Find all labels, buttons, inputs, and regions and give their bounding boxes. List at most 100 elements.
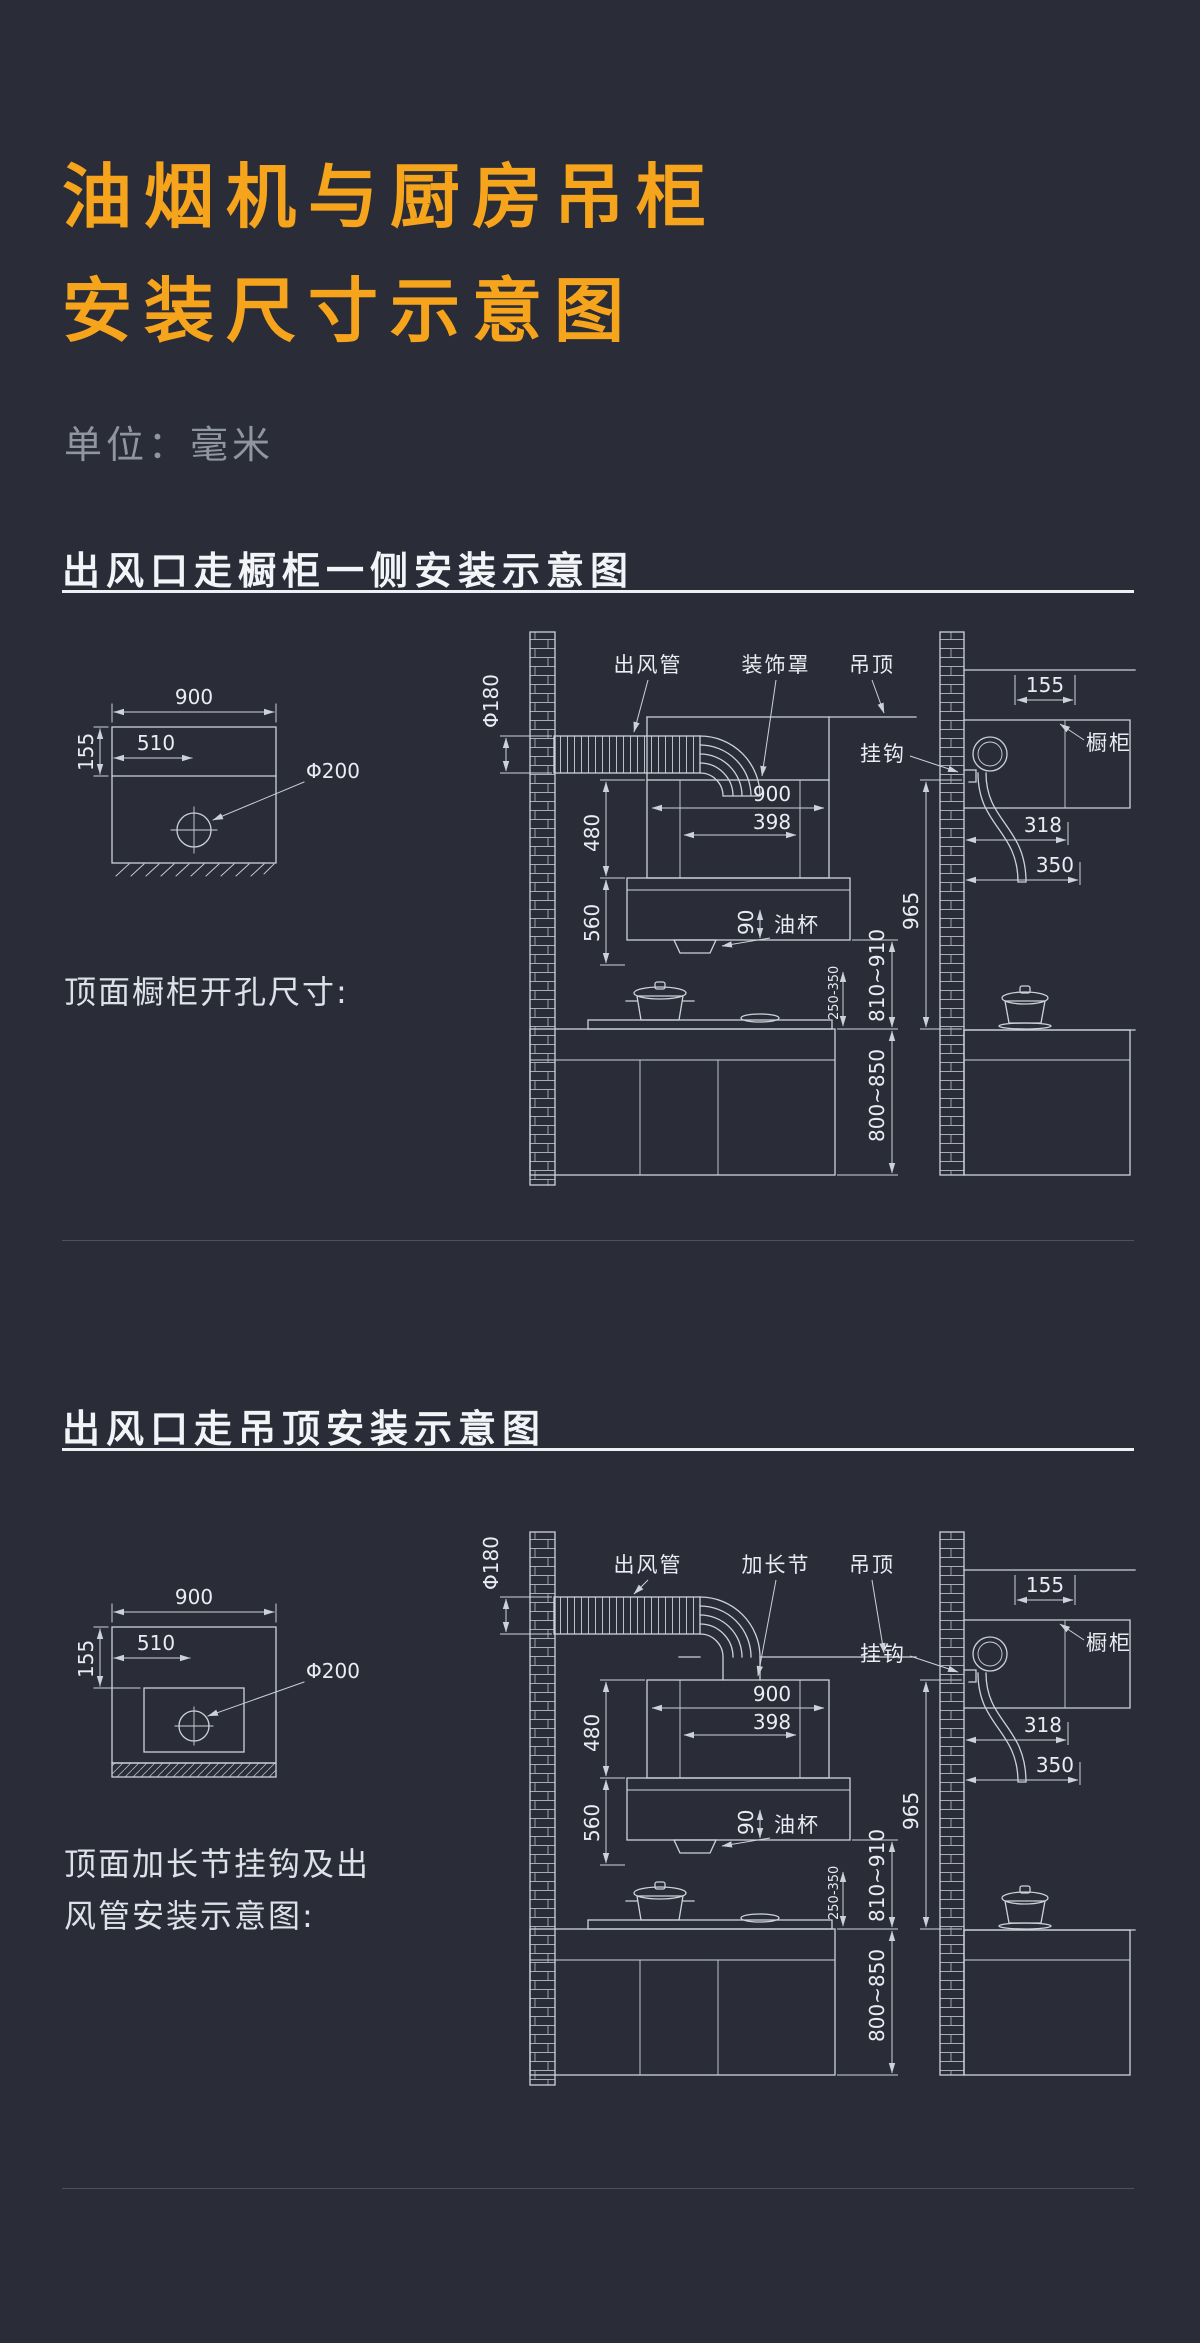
overlap-range-dim: 250-350 xyxy=(827,966,847,1027)
cover-width-dim: 398 xyxy=(683,810,797,839)
phi180-label: Φ180 xyxy=(479,1536,503,1590)
svg-text:出风管: 出风管 xyxy=(614,1553,683,1577)
depth318-dim: 318 xyxy=(965,1713,1069,1745)
svg-text:560: 560 xyxy=(580,1804,604,1842)
page-title: 油烟机与厨房吊柜 安装尺寸示意图 xyxy=(62,140,718,368)
svg-text:155: 155 xyxy=(1026,1573,1064,1597)
hood-to-counter-dim: 810~910 xyxy=(865,1829,896,1928)
section2-caption-line2: 风管安装示意图: xyxy=(64,1897,315,1935)
ceiling-label: 吊顶 xyxy=(849,1553,895,1654)
overlap-range-dim: 250-350 xyxy=(827,1866,847,1927)
hood-body xyxy=(626,877,851,954)
cover-width-dim: 398 xyxy=(683,1710,797,1739)
top-gap-dim: 155 xyxy=(1014,1573,1076,1605)
svg-text:250-350: 250-350 xyxy=(827,1866,842,1920)
counter-hatch xyxy=(111,1762,277,1778)
cutout-diameter-dim: Φ200 xyxy=(306,1659,360,1683)
cutout-width-dim: 900 xyxy=(175,685,213,709)
wall-cabinet xyxy=(963,719,1131,809)
oilcup-dim: 90 油杯 xyxy=(721,1809,818,1848)
duct-diameter-dim: Φ180 xyxy=(479,1536,552,1635)
phi180-label: Φ180 xyxy=(479,674,503,728)
right-pot xyxy=(998,985,1052,1030)
section1-caption: 顶面橱柜开孔尺寸: xyxy=(64,973,349,1011)
svg-text:橱柜: 橱柜 xyxy=(1086,1631,1132,1655)
svg-text:挂钩: 挂钩 xyxy=(860,742,906,766)
svg-text:398: 398 xyxy=(753,810,791,834)
hook-label: 挂钩 xyxy=(860,742,959,773)
wall-hook xyxy=(963,769,977,783)
svg-text:900: 900 xyxy=(753,1682,791,1706)
svg-text:800~850: 800~850 xyxy=(865,1049,889,1142)
ceiling-and-upper-cabinet xyxy=(646,716,917,781)
section2-heading: 出风口走吊顶安装示意图 xyxy=(62,1407,547,1451)
counter-height-dim: 800~850 xyxy=(865,1030,896,1174)
cover-height-dim: 480 xyxy=(580,1679,645,1779)
svg-text:318: 318 xyxy=(1024,813,1062,837)
oil-cup xyxy=(672,939,718,954)
svg-text:加长节: 加长节 xyxy=(742,1553,811,1577)
svg-text:480: 480 xyxy=(580,814,604,852)
hood-height-dim: 560 xyxy=(580,1779,625,1866)
hood-bracket xyxy=(977,1672,1027,1783)
section2-diagram: 900 510 155 Φ200 Φ180 出风管 加长节 xyxy=(74,1531,1136,2086)
section2-underline xyxy=(62,1448,1134,1451)
cooktop xyxy=(587,1913,833,1930)
svg-text:吊顶: 吊顶 xyxy=(849,1553,895,1577)
hood-to-counter-dim: 810~910 xyxy=(865,929,896,1028)
duct-diameter-dim: Φ180 xyxy=(479,674,552,774)
top-gap-dim: 155 xyxy=(1014,673,1076,705)
svg-text:480: 480 xyxy=(580,1714,604,1752)
hood-width-dim: 900 xyxy=(651,782,825,812)
ceiling-label: 吊顶 xyxy=(849,653,895,714)
section1-diagram: 900 510 155 Φ200 Φ180 出风管 装饰罩 xyxy=(74,631,1136,1186)
svg-text:810~910: 810~910 xyxy=(865,1829,889,1922)
duct-label: 出风管 xyxy=(614,653,681,733)
cabinet-label: 橱柜 xyxy=(1059,1623,1132,1655)
base-cabinet xyxy=(529,1028,836,1176)
depth318-dim: 318 xyxy=(965,813,1069,845)
svg-text:965: 965 xyxy=(899,892,923,930)
duct-label: 出风管 xyxy=(614,1553,683,1595)
main-wall xyxy=(529,1531,556,2086)
extension-label: 加长节 xyxy=(742,1553,811,1677)
unit-label: 单位：毫米 xyxy=(64,423,275,467)
cutout-diameter-dim: Φ200 xyxy=(306,759,360,783)
right-wall xyxy=(939,1531,965,2076)
main-wall xyxy=(529,631,556,1186)
oil-cup-label: 油杯 xyxy=(774,913,820,937)
cutout-diagram: 900 510 155 Φ200 xyxy=(74,685,360,877)
svg-text:90: 90 xyxy=(734,1810,758,1835)
cutout-width-dim: 900 xyxy=(175,1585,213,1609)
svg-text:318: 318 xyxy=(1024,1713,1062,1737)
right-base-cabinet xyxy=(963,1029,1136,1176)
cutout-side-dim: 155 xyxy=(74,733,98,771)
right-wall xyxy=(939,631,965,1176)
svg-text:800~850: 800~850 xyxy=(865,1949,889,2042)
section-divider xyxy=(62,1240,1134,1241)
svg-text:560: 560 xyxy=(580,904,604,942)
right-base-cabinet xyxy=(963,1929,1136,2076)
wall-hook xyxy=(963,1669,977,1683)
svg-text:398: 398 xyxy=(753,1710,791,1734)
svg-text:350: 350 xyxy=(1036,1753,1074,1777)
hood-height-dim: 560 xyxy=(580,879,625,966)
section1-underline xyxy=(62,590,1134,593)
depth350-dim: 350 xyxy=(965,1753,1081,1785)
section2-caption-line1: 顶面加长节挂钩及出 xyxy=(64,1845,371,1883)
cutout-diagram: 900 510 155 Φ200 xyxy=(74,1585,360,1778)
oilcup-dim: 90 油杯 xyxy=(721,909,820,948)
svg-text:965: 965 xyxy=(899,1792,923,1830)
svg-text:吊顶: 吊顶 xyxy=(849,653,895,677)
cabinet-label: 橱柜 xyxy=(1059,723,1130,755)
oil-cup xyxy=(672,1839,718,1854)
cutout-side-dim: 155 xyxy=(74,1640,98,1678)
extension-cover xyxy=(646,1679,830,1779)
title-line1: 油烟机与厨房吊柜 xyxy=(62,156,718,238)
cutout-offset-dim: 510 xyxy=(137,731,175,755)
exhaust-duct xyxy=(553,735,761,797)
bottom-divider xyxy=(62,2188,1134,2189)
svg-text:810~910: 810~910 xyxy=(865,929,889,1022)
base-cabinet xyxy=(529,1928,836,2076)
